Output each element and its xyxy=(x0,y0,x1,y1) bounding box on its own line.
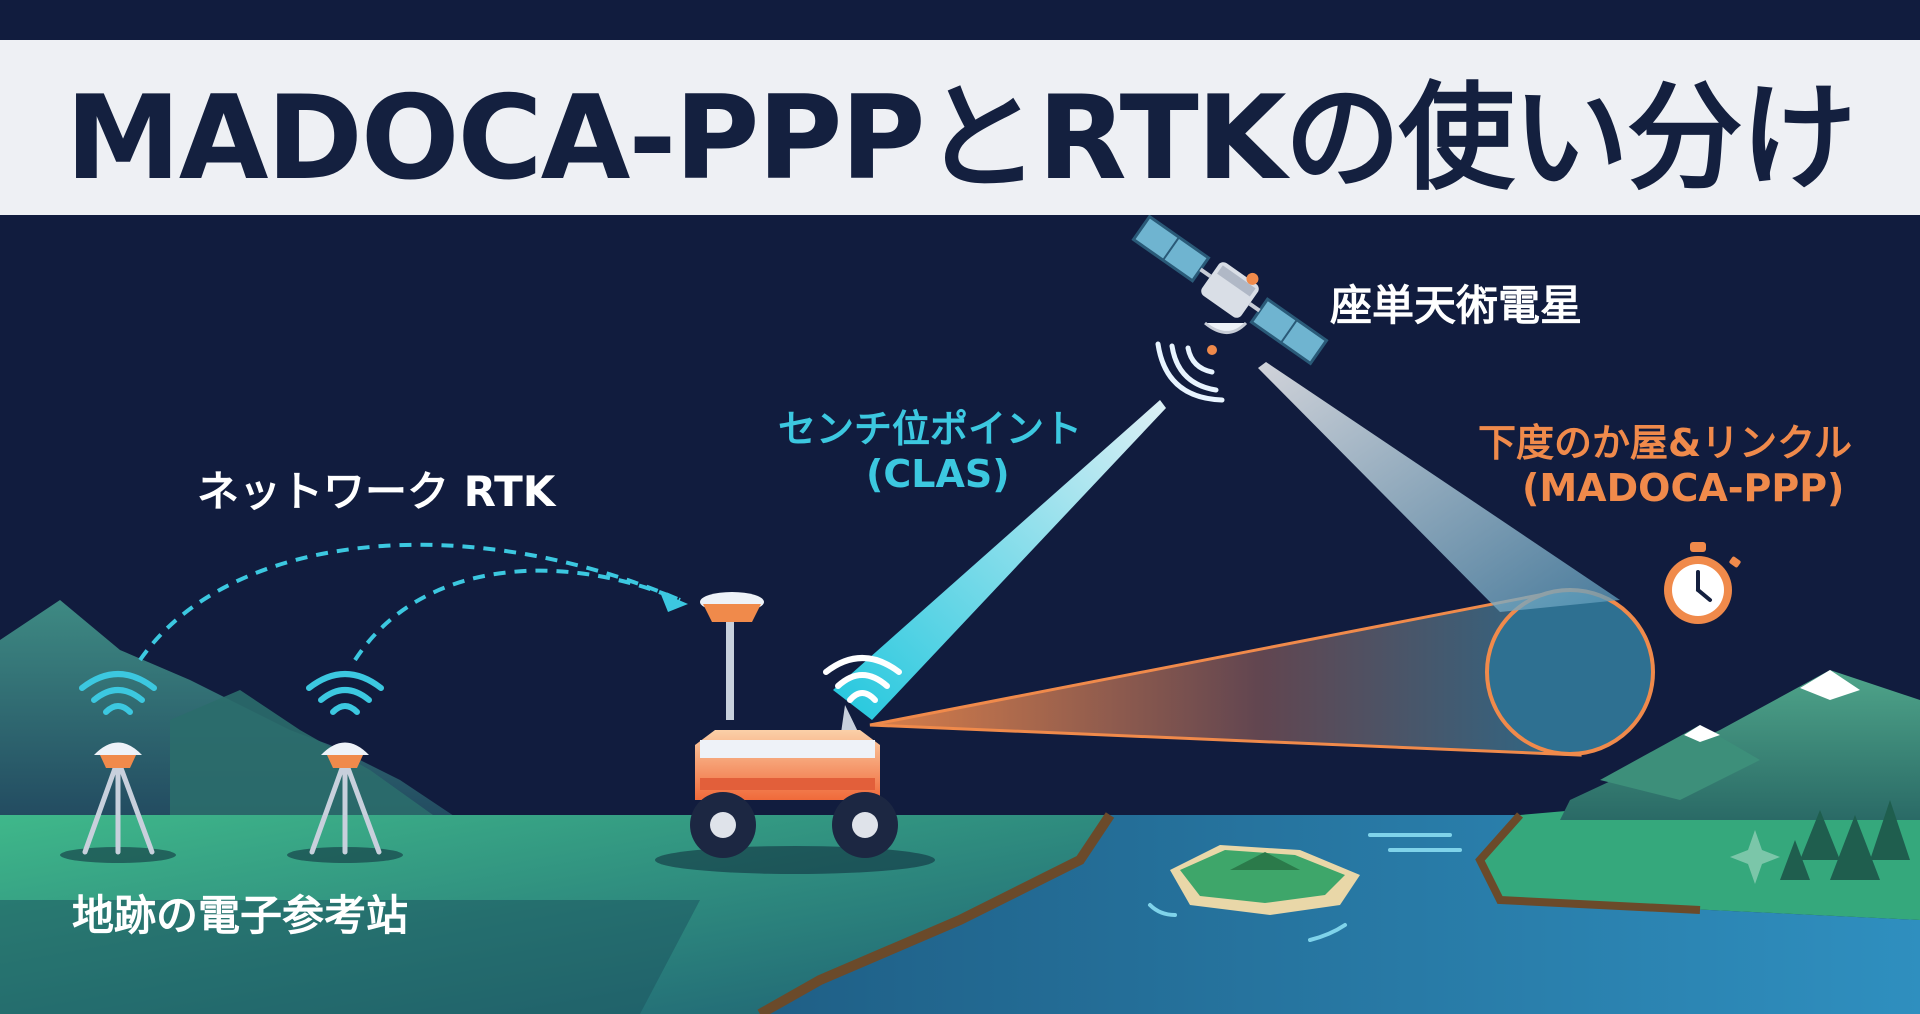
snow-cap-1 xyxy=(1800,670,1860,700)
sparkle xyxy=(1730,830,1780,884)
water-ripples xyxy=(1148,833,1462,942)
clas-beam xyxy=(833,400,1166,720)
network-rtk-arrowhead xyxy=(660,592,688,612)
snow-cap-2 xyxy=(1684,725,1720,742)
satellite-label: 座単天術電星 xyxy=(1330,281,1583,330)
trees xyxy=(1780,800,1910,880)
river xyxy=(760,815,1920,1014)
river-bank xyxy=(757,812,1115,1014)
satellite-beam-right xyxy=(1258,362,1620,612)
madoca-beam xyxy=(869,588,1582,757)
title-banner: MADOCA-PPPとRTKの使い分け xyxy=(0,40,1920,215)
clas-label-line1: センチ位ポイント xyxy=(778,407,1083,451)
network-rtk-label: ネットワーク RTK xyxy=(197,467,556,516)
reference-station-icon xyxy=(60,671,176,863)
madoca-coverage-ellipse xyxy=(1485,588,1655,756)
madoca-label-line1: 下度のか屋&リンクル xyxy=(1478,421,1852,465)
network-rtk-links xyxy=(138,542,681,662)
ground-dark xyxy=(0,900,700,1014)
right-shore-bank xyxy=(1475,812,1701,914)
island-green xyxy=(1180,850,1345,903)
stopwatch-icon xyxy=(1664,542,1741,624)
left-mountain-ridge xyxy=(170,690,440,820)
madoca-label-line2: (MADOCA-PPP) xyxy=(1522,466,1845,510)
clas-label-line2: (CLAS) xyxy=(866,452,1010,496)
right-mountain-peak xyxy=(1600,725,1760,800)
island-hill xyxy=(1230,852,1300,870)
reference-station-icon xyxy=(287,671,403,863)
reference-stations-label: 地跡の電子参考站 xyxy=(72,891,409,940)
satellite-icon xyxy=(1131,214,1329,403)
page-title: MADOCA-PPPとRTKの使い分け xyxy=(65,70,1856,206)
rover-icon xyxy=(655,592,935,874)
